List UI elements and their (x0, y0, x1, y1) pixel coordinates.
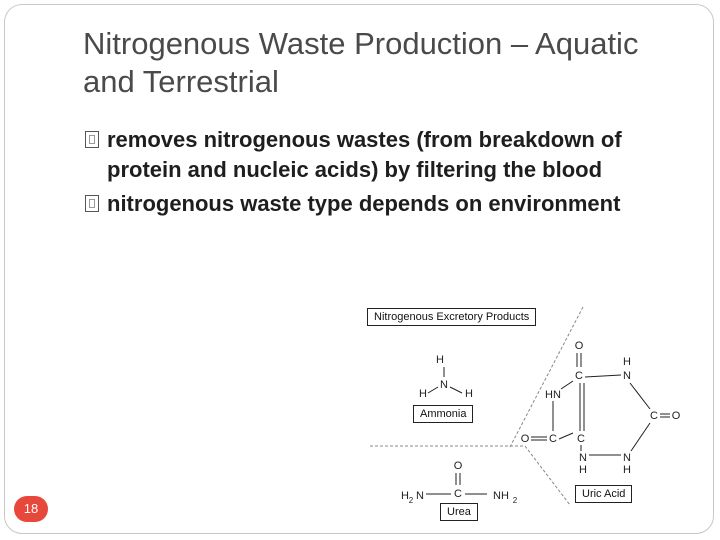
subscript: 2 (513, 496, 518, 505)
bullet-box-icon (85, 195, 99, 212)
ammonia-label: Ammonia (413, 405, 477, 426)
chemical-structures-diagram: H N H H O C H N HN C (370, 306, 681, 506)
figure-header: Nitrogenous Excretory Products (367, 308, 540, 329)
atom-c: C (549, 433, 557, 445)
slide-title: Nitrogenous Waste Production – Aquatic a… (83, 26, 639, 99)
atom-c: C (575, 370, 583, 382)
divider-line (509, 306, 584, 448)
bullet-text: removes nitrogenous wastes (from breakdo… (107, 127, 622, 182)
atom-h: H (401, 490, 409, 502)
urea-structure: O C H 2 N NH 2 (401, 460, 518, 505)
uric-acid-structure: O C H N HN C O C N H (521, 340, 681, 476)
subscript: 2 (409, 496, 414, 505)
atom-n: N (623, 452, 631, 464)
bullet-item: removes nitrogenous wastes (from breakdo… (85, 125, 695, 185)
atom-nh: NH (493, 490, 509, 502)
uric-acid-label: Uric Acid (575, 485, 636, 506)
atom-o: O (672, 410, 681, 422)
page-number-badge: 18 (14, 496, 48, 522)
atom-n: N (579, 452, 587, 464)
bond (449, 386, 463, 394)
bullet-list: removes nitrogenous wastes (from breakdo… (85, 125, 695, 223)
atom-h: H (579, 464, 587, 476)
excretory-products-figure: Nitrogenous Excretory Products H N H H O (365, 305, 695, 535)
atom-o: O (454, 460, 463, 472)
atom-n: N (440, 379, 448, 391)
divider-line (524, 445, 571, 506)
urea-label: Urea (440, 503, 481, 524)
atom-n: N (623, 370, 631, 382)
atom-n: N (416, 490, 424, 502)
bond (427, 386, 439, 394)
atom-h: H (419, 388, 427, 400)
atom-c: C (454, 488, 462, 500)
atom-o: O (575, 340, 584, 352)
atom-h: H (623, 464, 631, 476)
ammonia-structure: H N H H (419, 354, 473, 400)
atom-h: H (465, 388, 473, 400)
atom-h: H (436, 354, 444, 366)
atom-c: C (577, 433, 585, 445)
bullet-text: nitrogenous waste type depends on enviro… (107, 191, 621, 216)
atom-hn: HN (545, 389, 561, 401)
atom-o: O (521, 433, 530, 445)
atom-h: H (623, 356, 631, 368)
bullet-box-icon (85, 131, 99, 148)
atom-c: C (650, 410, 658, 422)
bullet-item: nitrogenous waste type depends on enviro… (85, 189, 695, 219)
slide: Nitrogenous Waste Production – Aquatic a… (4, 4, 714, 534)
